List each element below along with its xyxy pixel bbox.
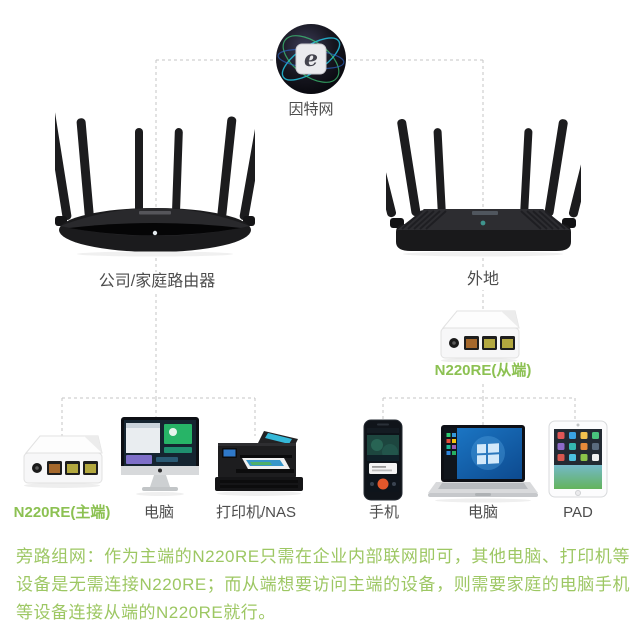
printer-nas-icon: [212, 431, 306, 497]
tablet-illustration: [548, 420, 608, 498]
smartphone-label: 手机: [365, 504, 403, 523]
desktop-computer-label: 电脑: [140, 504, 178, 523]
printer-nas-label: 打印机/NAS: [212, 504, 300, 523]
extender-illustration: [440, 310, 520, 363]
laptop-computer-label: 电脑: [464, 504, 502, 523]
extender-illustration: [23, 435, 103, 488]
globe-icon: e: [276, 24, 346, 94]
router-illustration: [46, 108, 267, 257]
svg-text:e: e: [304, 46, 318, 72]
n220re-master-label: N220RE(主端): [10, 504, 114, 523]
internet-globe-icon: e: [274, 22, 348, 96]
printer-illustration: [215, 431, 303, 496]
remote-router-label: 外地: [463, 270, 503, 290]
tablet-label: PAD: [560, 504, 596, 523]
smartphone-icon: [363, 419, 403, 503]
home-router-label: 公司/家庭路由器: [95, 272, 219, 292]
n220re-master-icon: [20, 433, 104, 489]
laptop-computer-icon: [428, 425, 538, 503]
tablet-icon: [548, 420, 608, 500]
desktop-computer-icon: [118, 417, 202, 497]
router-illustration: [363, 114, 602, 257]
desktop-illustration: [121, 417, 199, 496]
remote-router-icon: [363, 102, 602, 257]
n220re-slave-icon: [437, 308, 521, 364]
phone-illustration: [363, 419, 403, 501]
n220re-slave-label: N220RE(从端): [431, 362, 535, 381]
description-text: 旁路组网：作为主端的N220RE只需在企业内部联网即可，其他电脑、打印机等设备是…: [16, 547, 630, 622]
laptop-illustration: [428, 425, 538, 503]
home-router-icon: [46, 102, 267, 257]
internet-label: 因特网: [285, 101, 337, 120]
